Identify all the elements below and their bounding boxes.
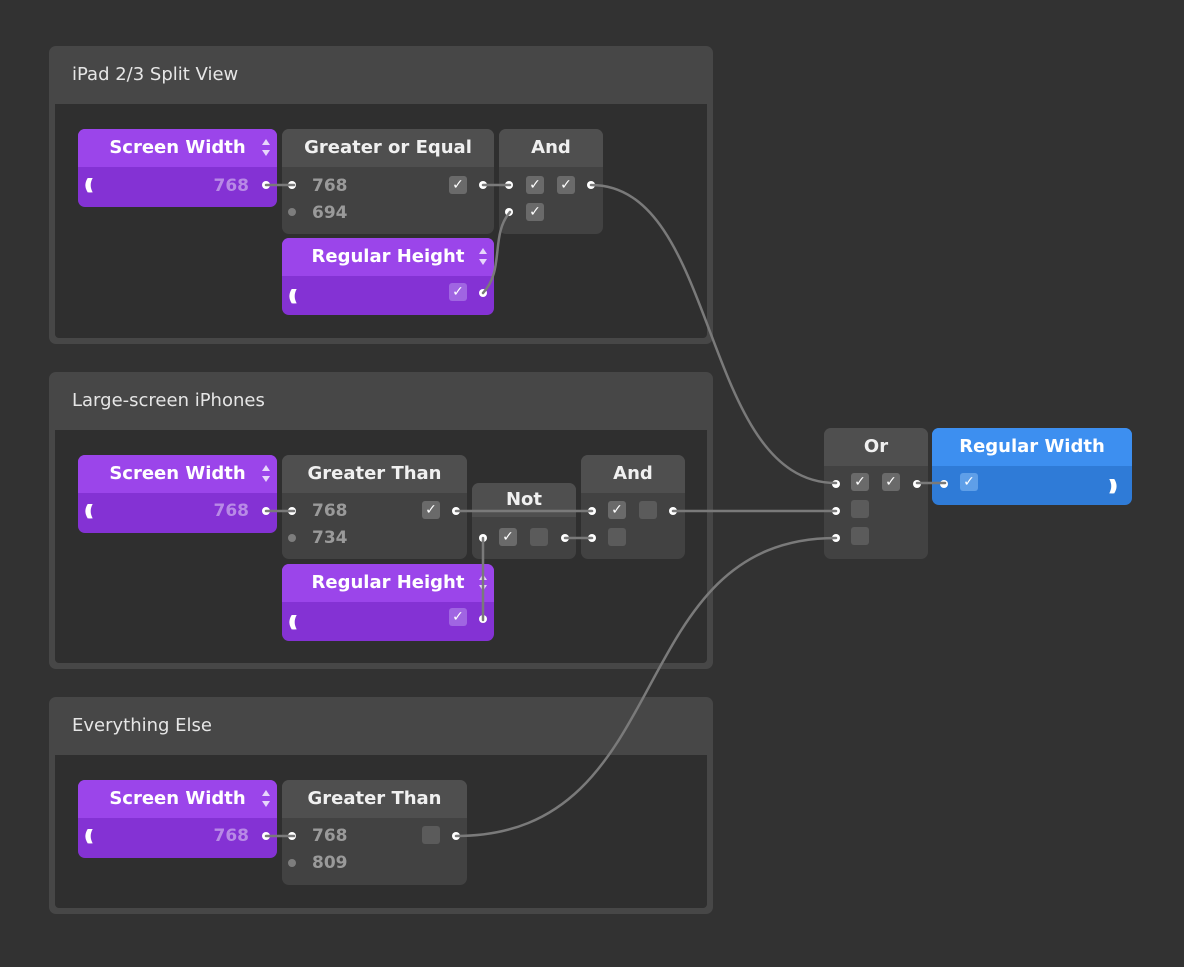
output-port[interactable] [262,507,270,515]
stepper-icon[interactable] [478,573,488,593]
stepper-icon[interactable] [261,464,271,484]
greater-than-node[interactable]: Greater Than 768 734 ✓ [282,455,467,559]
input-port[interactable] [288,507,296,515]
input-checkbox[interactable]: ✓ [608,501,626,519]
group-title: Everything Else [72,715,213,736]
regular-height-node[interactable]: Regular Height ((( ✓ [282,238,494,315]
input-value: 694 [312,203,348,223]
output-checkbox[interactable] [530,528,548,546]
stepper-icon[interactable] [261,138,271,158]
output-port[interactable] [479,289,487,297]
input-port[interactable] [288,859,296,867]
node-title: Regular Height [282,564,494,602]
input-port[interactable] [832,534,840,542]
input-port[interactable] [288,208,296,216]
not-node[interactable]: Not ✓ [472,483,576,559]
input-value: 768 [312,176,348,196]
regular-height-node[interactable]: Regular Height ((( ✓ [282,564,494,641]
input-port[interactable] [288,534,296,542]
input-port[interactable] [479,534,487,542]
output-port[interactable] [452,832,460,840]
broadcast-waves-icon: ((( [288,286,298,305]
input-port[interactable] [832,480,840,488]
input-checkbox[interactable] [608,528,626,546]
input-value: 768 [312,501,348,521]
node-title: Or [824,428,928,466]
output-port[interactable] [479,615,487,623]
input-port[interactable] [832,507,840,515]
and-node[interactable]: And ✓ [581,455,685,559]
input-port[interactable] [588,507,596,515]
screen-width-node[interactable]: Screen Width ((( 768 [78,780,277,858]
output-port[interactable] [262,832,270,840]
node-title: And [581,455,685,493]
screen-width-node[interactable]: Screen Width ((( 768 [78,455,277,533]
output-port[interactable] [561,534,569,542]
broadcast-waves-icon: ))) [1108,476,1118,495]
output-checkbox[interactable]: ✓ [557,176,575,194]
node-title: Screen Width [78,780,277,818]
input-value: 809 [312,853,348,873]
node-title: Regular Height [282,238,494,276]
node-title: Greater Than [282,780,467,818]
input-checkbox[interactable] [851,500,869,518]
input-value: 768 [312,826,348,846]
node-title: Regular Width [932,428,1132,466]
output-port[interactable] [452,507,460,515]
stepper-icon[interactable] [478,247,488,267]
output-port[interactable] [479,181,487,189]
output-checkbox[interactable]: ✓ [449,608,467,626]
and-node[interactable]: And ✓ ✓ ✓ [499,129,603,234]
output-port[interactable] [669,507,677,515]
input-port[interactable] [940,480,948,488]
screen-width-node[interactable]: Screen Width ((( 768 [78,129,277,207]
node-title: Not [472,483,576,517]
output-checkbox[interactable]: ✓ [882,473,900,491]
greater-than-node[interactable]: Greater Than 768 809 [282,780,467,885]
greater-or-equal-node[interactable]: Greater or Equal 768 694 ✓ [282,129,494,234]
input-port[interactable] [588,534,596,542]
node-value: 768 [213,176,250,196]
or-node[interactable]: Or ✓ ✓ [824,428,928,559]
node-title: And [499,129,603,167]
output-port[interactable] [587,181,595,189]
group-title: iPad 2/3 Split View [72,64,239,85]
output-checkbox[interactable] [639,501,657,519]
broadcast-waves-icon: ((( [84,175,94,194]
broadcast-waves-icon: ((( [288,612,298,631]
node-title: Greater Than [282,455,467,493]
input-port[interactable] [288,832,296,840]
output-checkbox[interactable] [422,826,440,844]
stepper-icon[interactable] [261,789,271,809]
input-port[interactable] [505,181,513,189]
input-checkbox[interactable]: ✓ [499,528,517,546]
broadcast-waves-icon: ((( [84,501,94,520]
input-checkbox[interactable]: ✓ [526,203,544,221]
input-port[interactable] [505,208,513,216]
node-title: Screen Width [78,455,277,493]
input-port[interactable] [288,181,296,189]
output-checkbox[interactable]: ✓ [449,283,467,301]
input-value: 734 [312,528,348,548]
input-checkbox[interactable] [851,527,869,545]
node-value: 768 [213,501,250,521]
input-checkbox[interactable]: ✓ [851,473,869,491]
input-checkbox[interactable]: ✓ [960,473,978,491]
broadcast-waves-icon: ((( [84,826,94,845]
node-value: 768 [213,826,250,846]
output-port[interactable] [913,480,921,488]
input-checkbox[interactable]: ✓ [526,176,544,194]
group-title: Large-screen iPhones [72,390,265,411]
regular-width-node[interactable]: Regular Width ✓ ))) [932,428,1132,505]
node-title: Greater or Equal [282,129,494,167]
output-checkbox[interactable]: ✓ [422,501,440,519]
output-port[interactable] [262,181,270,189]
output-checkbox[interactable]: ✓ [449,176,467,194]
node-title: Screen Width [78,129,277,167]
